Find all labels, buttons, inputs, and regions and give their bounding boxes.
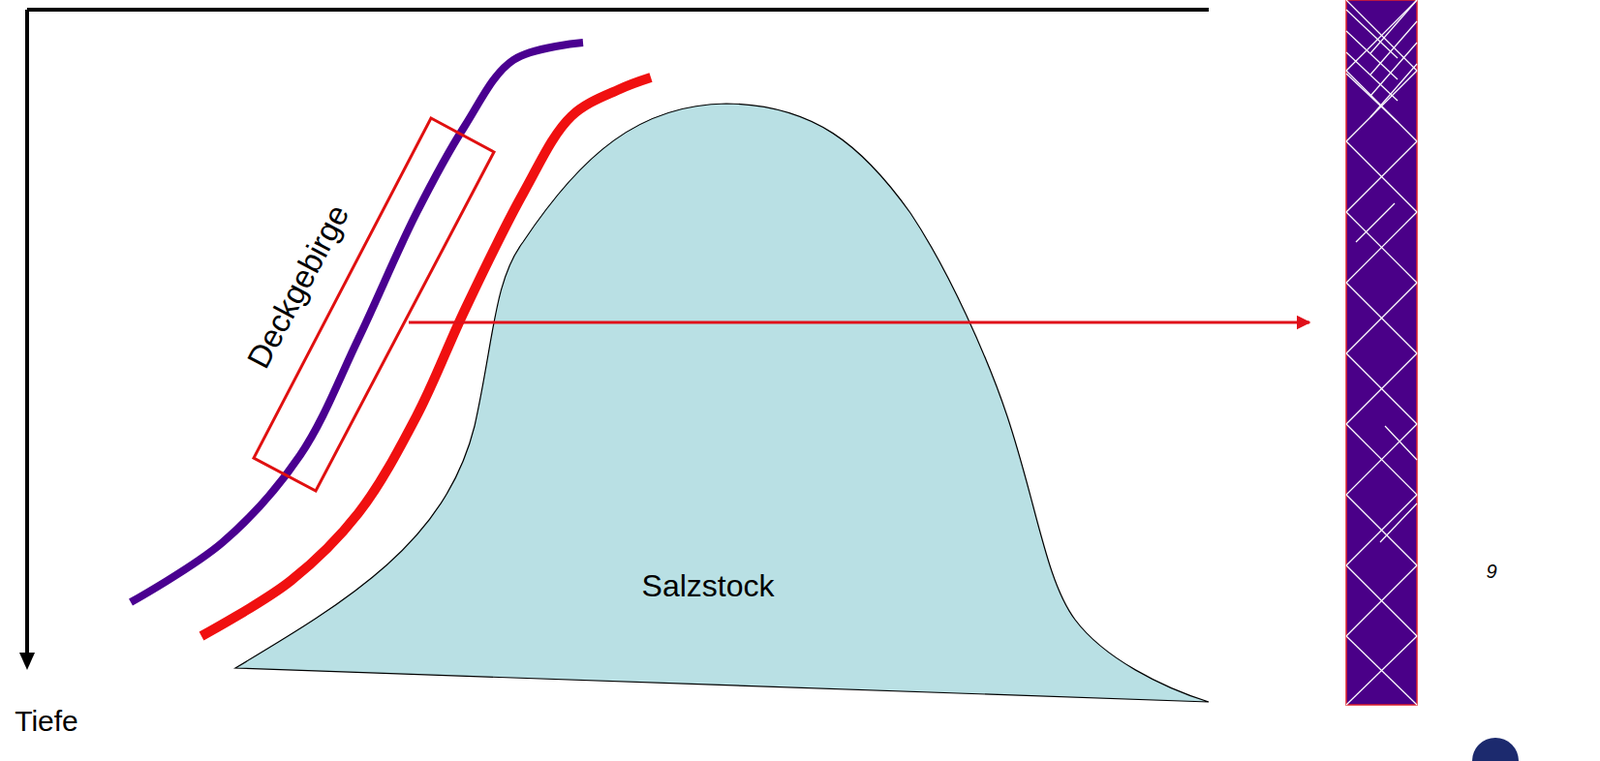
column-fill [1346,0,1417,706]
fracture-line [1355,203,1395,243]
fracture-line [1346,424,1417,495]
fracture-line [1346,70,1417,142]
salt-dome: Salzstock [232,96,1213,709]
fracture-line [1346,0,1417,71]
dome-label: Salzstock [217,568,1199,605]
fracture-line [1370,21,1417,75]
fracture-line [1384,426,1417,461]
salt-dome-outline [232,96,1213,709]
depth-axis-head [19,652,35,671]
fracture-line [1346,70,1417,142]
fracture-line [1346,565,1417,637]
fracture-line [1346,636,1417,706]
fracture-line [1346,0,1417,71]
top-line [27,7,1209,12]
fracture-line [1346,282,1417,354]
axis-label: Tiefe [14,705,79,739]
fracture-line [1346,282,1417,354]
logo-fragment [1472,738,1519,761]
fracture-line [1370,0,1417,54]
fracture-line [1346,212,1417,283]
fracture-line [1346,424,1417,495]
fracture-line [1346,353,1417,425]
fracture-line [1346,636,1417,706]
salt-dome-shape [235,103,1209,703]
borehole-column [1346,0,1417,706]
fracture-line [1346,141,1417,213]
fracture-line [1346,565,1417,637]
page-number: 9 [1485,560,1497,584]
fracture-line [1346,494,1417,566]
fracture-line [1346,353,1417,425]
fracture-line [1370,63,1417,118]
fracture-line [1346,494,1417,566]
fracture-line [1346,212,1417,283]
depth-axis [25,9,30,655]
fracture-line [1346,141,1417,213]
fracture-line [1370,42,1417,96]
layer-label: Deckgebirge [240,198,357,374]
cover-layer-red [201,77,651,637]
fracture-line [1380,503,1417,543]
detail-arrow [408,321,1310,325]
